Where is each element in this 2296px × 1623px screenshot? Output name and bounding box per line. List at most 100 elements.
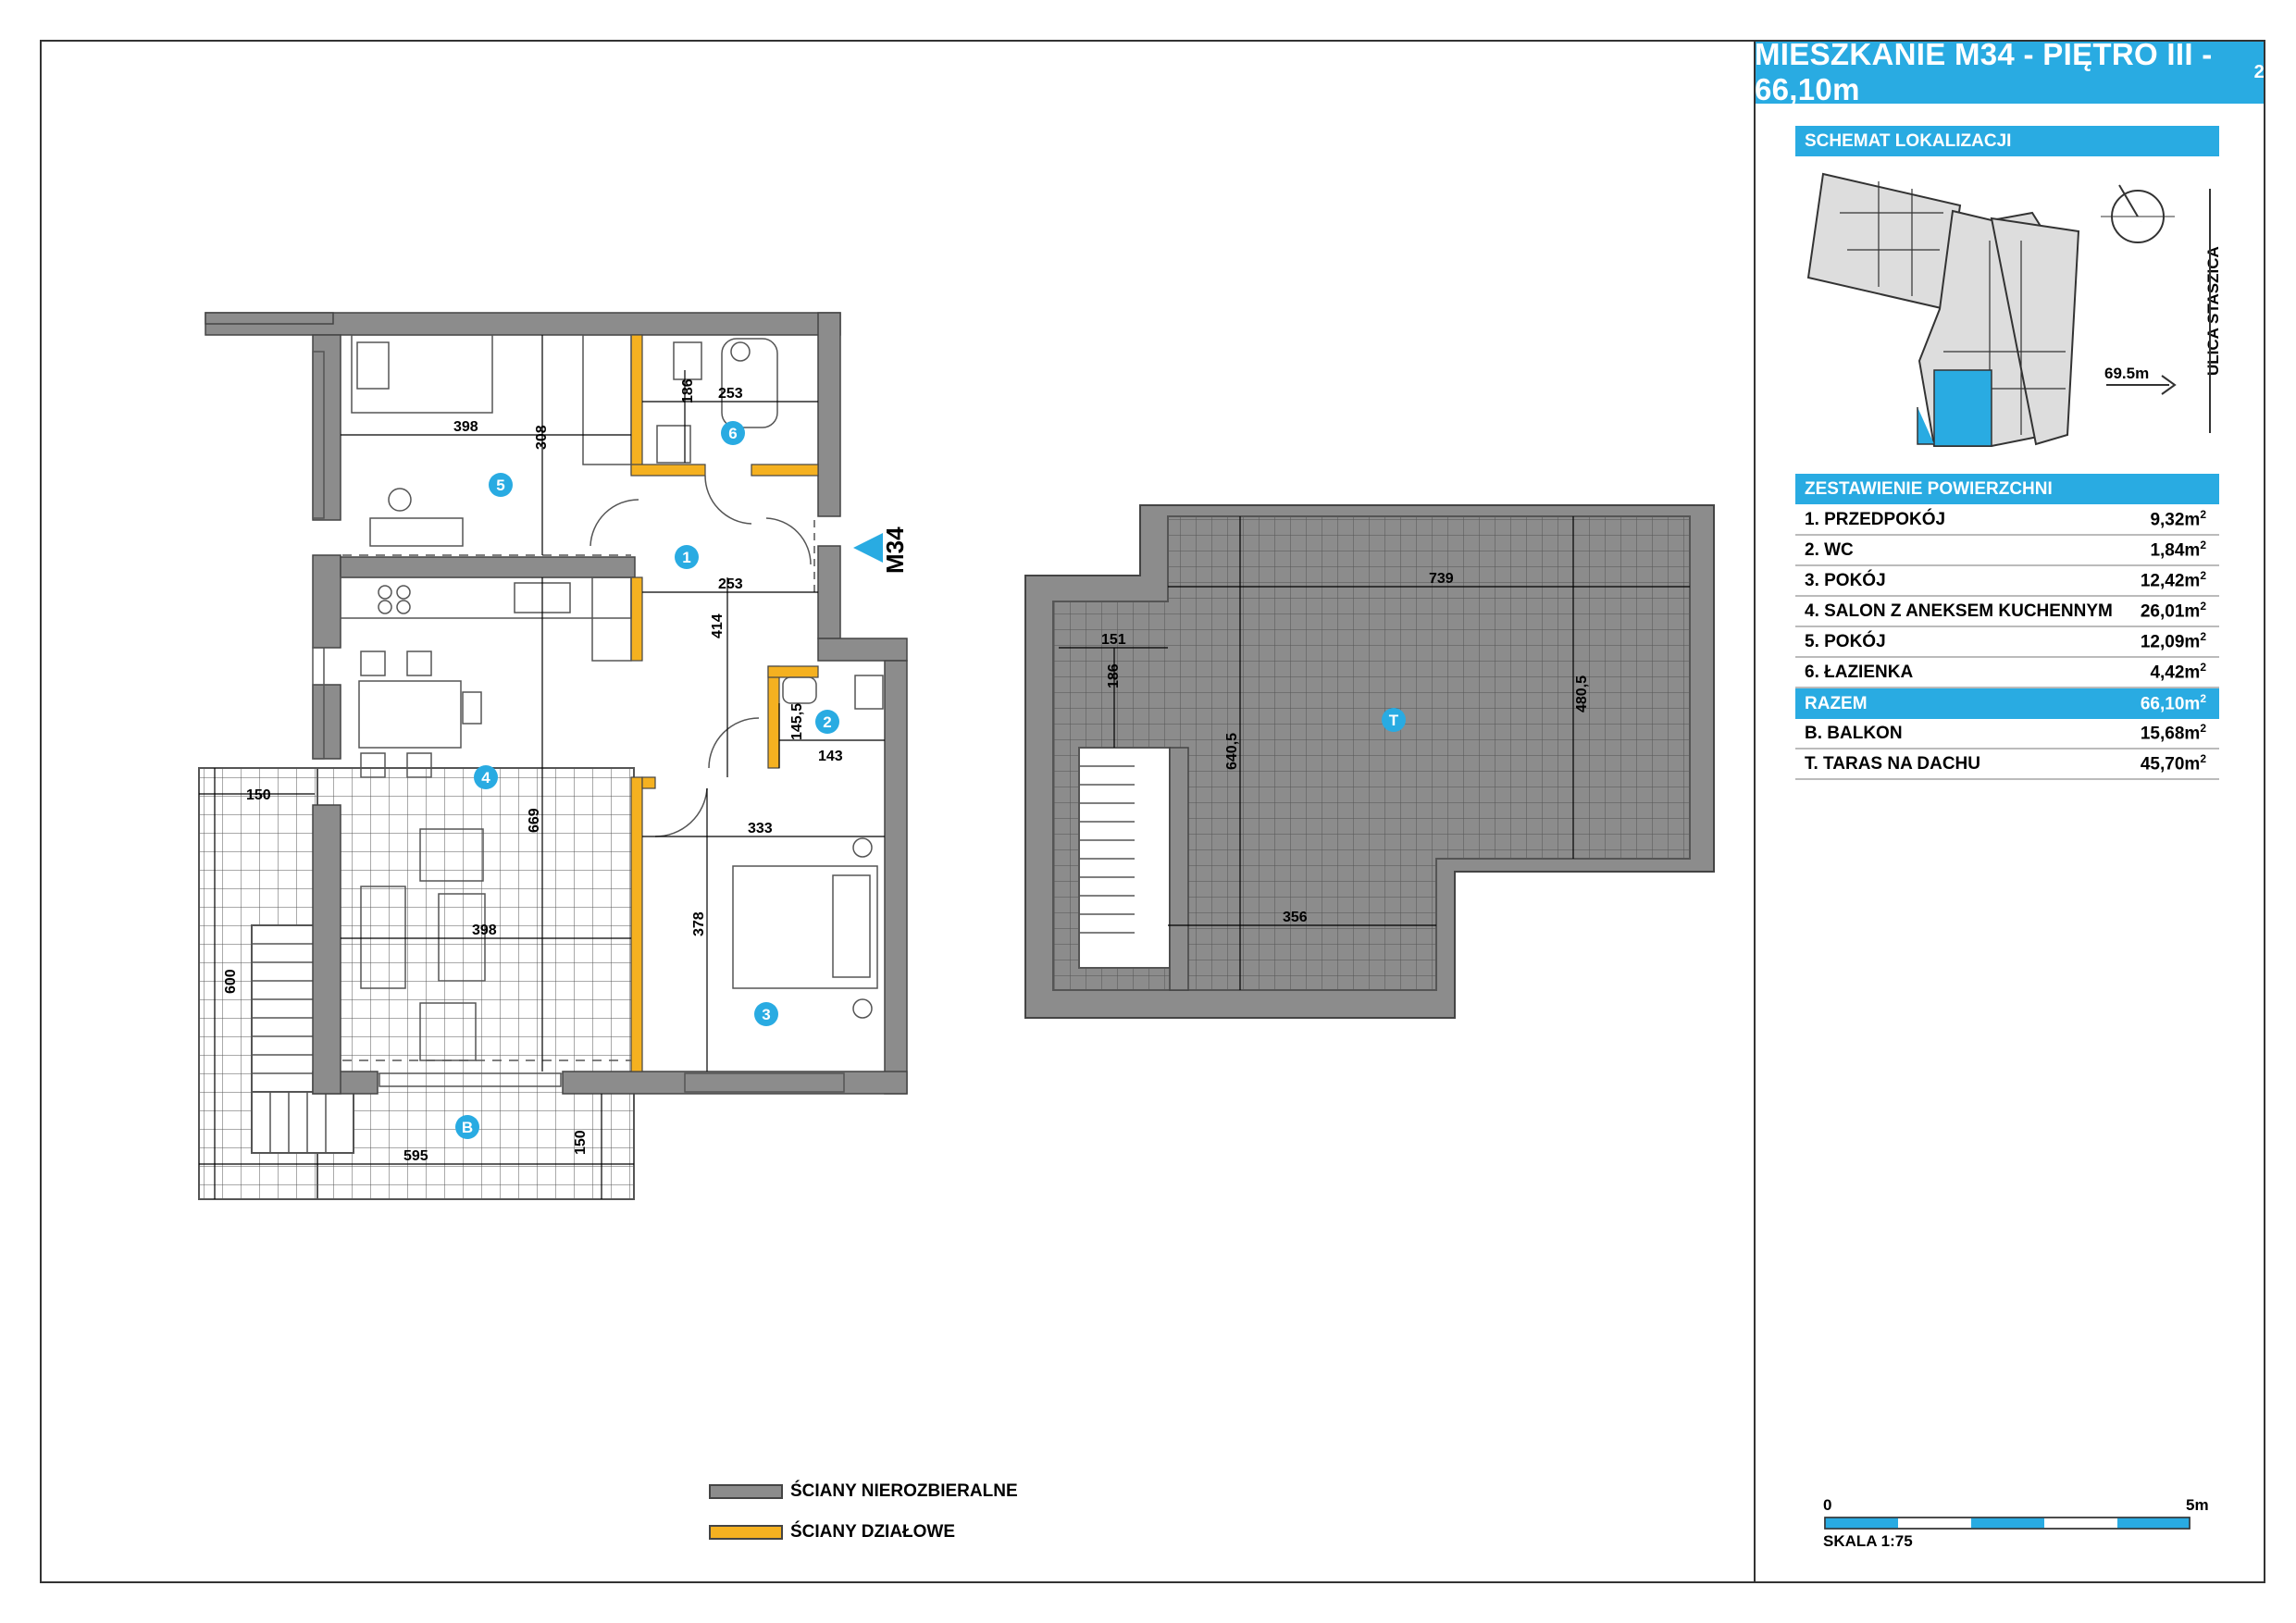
area-label: 3. POKÓJ bbox=[1805, 570, 1886, 590]
dim-669: 669 bbox=[527, 808, 542, 833]
dim-378: 378 bbox=[691, 911, 707, 936]
dim-151: 151 bbox=[1101, 632, 1126, 648]
area-value: 12,42m2 bbox=[2141, 569, 2206, 591]
scale-label: SKALA 1:75 bbox=[1823, 1532, 1913, 1550]
area-value: 4,42m2 bbox=[2150, 661, 2206, 683]
area-label: 1. PRZEDPOKÓJ bbox=[1805, 509, 1946, 529]
room-marker-2-text: 2 bbox=[823, 713, 831, 731]
area-row: 5. POKÓJ 12,09m2 bbox=[1795, 627, 2219, 658]
room-marker-6-text: 6 bbox=[728, 425, 737, 442]
dim-640: 640,5 bbox=[1224, 733, 1240, 770]
room-marker-2: 2 bbox=[815, 710, 839, 734]
fixture-lines bbox=[312, 334, 884, 1093]
room-marker-4-text: 4 bbox=[481, 769, 490, 787]
scale-bar bbox=[1824, 1517, 2191, 1530]
area-total-label: RAZEM bbox=[1805, 693, 1868, 713]
area-value-text: 12,09m bbox=[2140, 632, 2201, 652]
areas-header: ZESTAWIENIE POWIERZCHNI bbox=[1795, 474, 2219, 504]
area-unit-sup: 2 bbox=[2200, 508, 2206, 522]
dim-143: 143 bbox=[818, 749, 843, 764]
structural-walls bbox=[205, 312, 908, 1095]
dim-480: 480,5 bbox=[1574, 675, 1590, 712]
area-unit-sup: 2 bbox=[2200, 569, 2206, 583]
area-label: 4. SALON Z ANEKSEM KUCHENNYM bbox=[1805, 601, 2113, 621]
room-marker-1: 1 bbox=[675, 545, 699, 569]
info-panel-frame bbox=[1754, 40, 2265, 1583]
dim-253a: 253 bbox=[718, 386, 743, 402]
apartment-tag: M34 bbox=[853, 527, 909, 574]
room-marker-t: T bbox=[1382, 708, 1406, 732]
scale-end: 5m bbox=[2186, 1496, 2209, 1514]
area-value-text: 9,32m bbox=[2150, 510, 2201, 530]
distance-arrow-icon bbox=[2106, 375, 2177, 395]
compass-icon bbox=[2101, 184, 2175, 248]
dimension-labels: 398 308 186 253 253 414 145,5 143 333 37… bbox=[223, 378, 843, 1164]
areas-header-text: ZESTAWIENIE POWIERZCHNI bbox=[1805, 478, 2053, 499]
area-label: 2. WC bbox=[1805, 539, 1854, 560]
dim-150a: 150 bbox=[246, 787, 271, 803]
dim-253b: 253 bbox=[718, 576, 743, 592]
room-marker-3: 3 bbox=[754, 1002, 778, 1026]
location-schematic bbox=[1806, 172, 2211, 447]
area-value: 9,32m2 bbox=[2150, 508, 2206, 530]
apartment-plan: 398 308 186 253 253 414 145,5 143 333 37… bbox=[198, 312, 909, 1200]
dim-595: 595 bbox=[403, 1148, 428, 1164]
area-label: T. TARAS NA DACHU bbox=[1805, 753, 1980, 774]
area-value: 1,84m2 bbox=[2150, 539, 2206, 561]
dim-186b: 186 bbox=[1106, 663, 1122, 688]
room-markers: 5 6 1 2 4 3 B T bbox=[455, 421, 1406, 1139]
area-label: 5. POKÓJ bbox=[1805, 631, 1886, 651]
dim-186a: 186 bbox=[680, 378, 696, 403]
area-value-text: 1,84m bbox=[2150, 540, 2201, 561]
apartment-location-highlight bbox=[1933, 369, 1992, 447]
area-total-row: RAZEM 66,10m2 bbox=[1795, 688, 2219, 719]
area-row: 1. PRZEDPOKÓJ 9,32m2 bbox=[1795, 505, 2219, 536]
dim-145: 145,5 bbox=[789, 703, 805, 740]
area-total-value-text: 66,10m bbox=[2140, 694, 2201, 714]
area-unit-sup: 2 bbox=[2200, 661, 2206, 675]
area-value-text: 45,70m bbox=[2140, 754, 2201, 774]
area-value: 15,68m2 bbox=[2141, 722, 2206, 744]
dim-333: 333 bbox=[748, 821, 773, 836]
location-header: SCHEMAT LOKALIZACJI bbox=[1795, 126, 2219, 156]
area-value: 12,09m2 bbox=[2141, 630, 2206, 652]
area-label: B. BALKON bbox=[1805, 723, 1903, 743]
area-value: 26,01m2 bbox=[2141, 600, 2206, 622]
area-row: 6. ŁAZIENKA 4,42m2 bbox=[1795, 658, 2219, 688]
dim-600: 600 bbox=[223, 969, 239, 994]
dim-398b: 398 bbox=[472, 923, 497, 938]
area-value-text: 12,42m bbox=[2140, 571, 2201, 591]
apartment-title-text: MIESZKANIE M34 - PIĘTRO III - 66,10m bbox=[1755, 37, 2213, 106]
room-marker-5: 5 bbox=[489, 473, 513, 497]
dim-356: 356 bbox=[1283, 910, 1308, 925]
dim-398a: 398 bbox=[453, 419, 478, 435]
area-unit-sup: 2 bbox=[2200, 722, 2206, 736]
room-marker-b-text: B bbox=[462, 1119, 473, 1136]
area-unit-sup: 2 bbox=[2200, 600, 2206, 613]
area-row: B. BALKON 15,68m2 bbox=[1795, 719, 2219, 750]
area-row: 2. WC 1,84m2 bbox=[1795, 536, 2219, 566]
area-value-text: 4,42m bbox=[2150, 663, 2201, 683]
room-marker-5-text: 5 bbox=[496, 477, 504, 494]
area-row: T. TARAS NA DACHU 45,70m2 bbox=[1795, 750, 2219, 780]
area-row: 3. POKÓJ 12,42m2 bbox=[1795, 566, 2219, 597]
dim-739: 739 bbox=[1429, 571, 1454, 587]
area-total-value: 66,10m2 bbox=[2141, 692, 2206, 714]
area-unit-sup: 2 bbox=[2200, 752, 2206, 766]
area-value-text: 15,68m bbox=[2140, 724, 2201, 744]
area-unit-sup: 2 bbox=[2200, 539, 2206, 552]
legend-structural-swatch bbox=[709, 1484, 783, 1499]
room-marker-1-text: 1 bbox=[682, 549, 690, 566]
dimension-lines bbox=[199, 335, 885, 1199]
area-label: 6. ŁAZIENKA bbox=[1805, 662, 1914, 682]
area-unit-sup: 2 bbox=[2200, 692, 2206, 706]
apartment-tag-text: M34 bbox=[881, 527, 909, 574]
legend-structural-text: ŚCIANY NIEROZBIERALNE bbox=[790, 1481, 1018, 1501]
room-marker-6: 6 bbox=[721, 421, 745, 445]
area-value-text: 26,01m bbox=[2140, 601, 2201, 622]
dim-414: 414 bbox=[710, 613, 726, 638]
room-marker-t-text: T bbox=[1389, 712, 1399, 729]
